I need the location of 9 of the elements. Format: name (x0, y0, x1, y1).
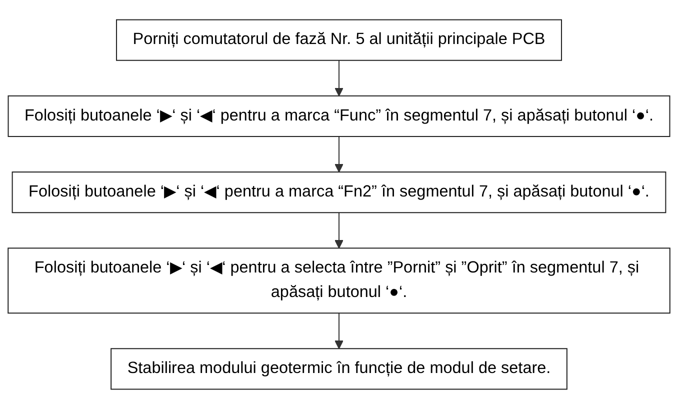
arrow (334, 212, 344, 249)
node-box: Stabilirea modului geotermic în funcție de modul de setare. (110, 348, 568, 390)
arrow (334, 313, 344, 350)
node-box: Folosiți butoanele ‘▶‘ și ‘◀‘ pentru a marca “Fn2” în segmentul 7, și apăsați butonul ‘●‘. (12, 172, 666, 214)
node-box: Folosiți butoanele ‘▶‘ și ‘◀‘ pentru a selecta între ”Pornit” și ”Oprit” în segmentul 7, și apăsați butonul ‘●‘. (8, 248, 670, 314)
node-box: Folosiți butoanele ‘▶‘ și ‘◀‘ pentru a marca “Func” în segmentul 7, și apăsați butonul ‘●‘. (8, 95, 670, 137)
arrow (334, 60, 344, 96)
arrow (334, 136, 344, 172)
node-box: Porniți comutatorul de fază Nr. 5 al unității principale PCB (116, 19, 562, 61)
